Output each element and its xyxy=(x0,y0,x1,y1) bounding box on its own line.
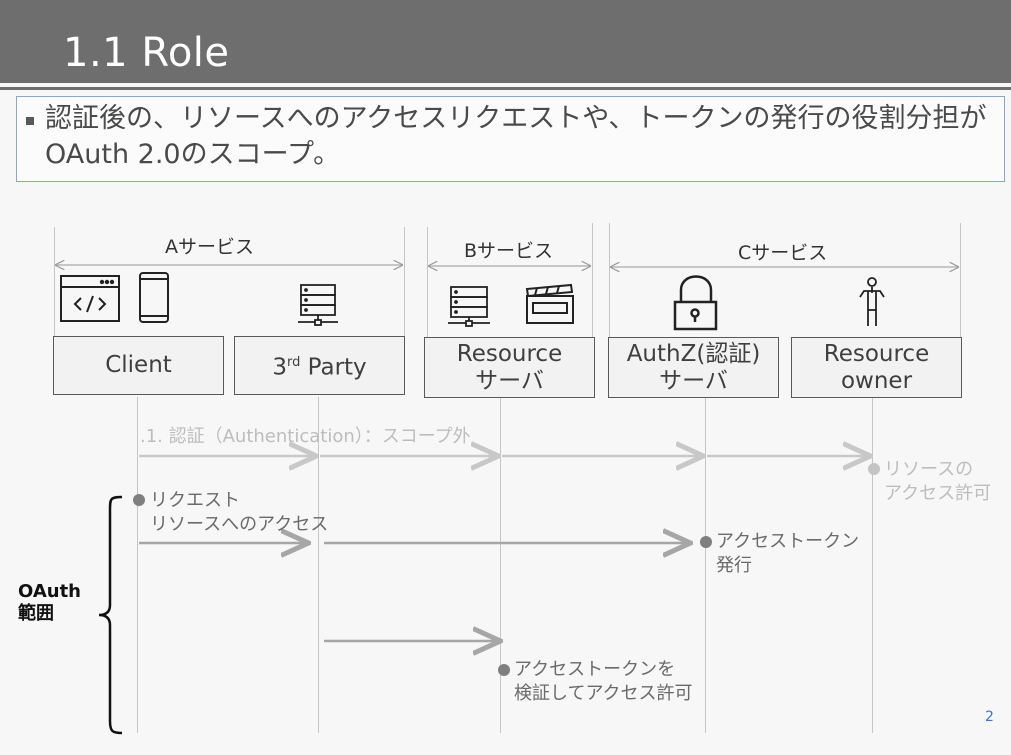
actor-authz-server: AuthZ(認証) サーバ xyxy=(608,337,779,398)
server-icon xyxy=(448,286,490,327)
request-line2: リソースへのアクセス xyxy=(150,514,329,535)
service-divider xyxy=(609,223,610,337)
oauth-scope-line1: OAuth xyxy=(18,581,81,602)
resource-owner-line1: Resource xyxy=(823,340,930,367)
person-icon xyxy=(859,277,885,326)
lifeline-third-party xyxy=(318,397,319,733)
service-divider xyxy=(54,227,55,337)
resource-server-line2: サーバ xyxy=(475,367,544,394)
actor-client-label: Client xyxy=(105,352,172,378)
verify-line1: アクセストークンを xyxy=(514,659,676,680)
verify-line2: 検証してアクセス許可 xyxy=(514,683,693,704)
oauth-scope-line2: 範囲 xyxy=(18,603,54,624)
service-label-c: Cサービス xyxy=(738,242,828,264)
service-label-a: Aサービス xyxy=(165,236,254,258)
actor-resource-owner: Resource owner xyxy=(791,337,962,398)
actor-third-party: 3rd Party xyxy=(234,336,405,395)
scope-bracket xyxy=(98,495,123,735)
service-divider xyxy=(427,227,428,337)
resource-owner-line2: owner xyxy=(840,367,913,394)
server-icon xyxy=(298,284,338,326)
service-divider xyxy=(592,223,593,337)
service-label-b: Bサービス xyxy=(464,240,554,262)
verify-label: アクセストークンを 検証してアクセス許可 xyxy=(514,658,693,706)
token-issue-dot xyxy=(700,536,712,548)
padlock-icon xyxy=(673,275,718,331)
service-divider xyxy=(960,223,961,337)
authz-server-line2: サーバ xyxy=(659,367,728,394)
third-party-sup: rd xyxy=(286,355,301,371)
title-underline xyxy=(0,87,1011,90)
bullet-box: 認証後の、リソースへのアクセスリクエストや、トークンの発行の役割分担がOAuth… xyxy=(16,96,1005,182)
lifeline-client xyxy=(137,397,138,733)
lifeline-resource-owner xyxy=(872,397,873,733)
bullet-text: 認証後の、リソースへのアクセスリクエストや、トークンの発行の役割分担がOAuth… xyxy=(45,103,987,170)
page-number: 2 xyxy=(985,709,994,725)
resource-server-line1: Resource xyxy=(456,340,563,367)
request-label: リクエスト リソースへのアクセス xyxy=(150,489,328,537)
verify-dot xyxy=(498,664,510,676)
code-window-icon xyxy=(60,275,120,322)
service-divider xyxy=(404,227,405,337)
third-party-prefix: 3 xyxy=(272,354,287,381)
actor-client: Client xyxy=(53,336,224,395)
step1-label: .1. 認証（Authentication）：スコープ外 xyxy=(140,426,471,447)
bullet-marker-icon xyxy=(26,117,34,125)
actor-resource-server: Resource サーバ xyxy=(424,337,595,398)
lifeline-authz-server xyxy=(705,397,706,733)
clapperboard-icon xyxy=(525,283,574,324)
actor-third-party-label: 3rd Party xyxy=(272,349,366,382)
title-bar xyxy=(0,0,1011,83)
owner-permit-line1: リソースの xyxy=(884,459,974,480)
request-line1: リクエスト xyxy=(150,490,240,511)
third-party-suffix: Party xyxy=(300,354,367,381)
smartphone-icon xyxy=(139,272,169,323)
authz-server-line1: AuthZ(認証) xyxy=(626,340,761,367)
token-issue-label: アクセストークン 発行 xyxy=(716,530,859,578)
token-issue-line2: 発行 xyxy=(716,555,752,576)
token-issue-line1: アクセストークン xyxy=(716,531,860,552)
owner-permit-label: リソースの アクセス許可 xyxy=(884,458,991,506)
request-dot xyxy=(133,494,145,506)
lifeline-resource-server xyxy=(500,397,501,733)
owner-permit-dot xyxy=(868,463,880,475)
slide-title: 1.1 Role xyxy=(63,30,230,76)
owner-permit-line2: アクセス許可 xyxy=(884,483,992,504)
oauth-scope-label: OAuth 範囲 xyxy=(18,581,81,625)
